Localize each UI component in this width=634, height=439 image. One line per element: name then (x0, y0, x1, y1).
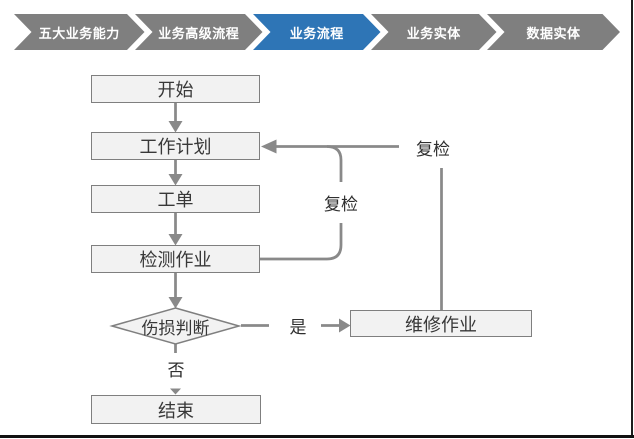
node-start: 开始 (91, 75, 260, 103)
arrowhead-plan-to-order (168, 174, 183, 186)
label-recheck-outer: 复检 (416, 139, 450, 159)
node-inspect: 检测作业 (91, 245, 260, 273)
step-tab-data-entity[interactable]: 数据实体 (487, 14, 620, 50)
page-border-bottom (0, 435, 634, 438)
node-decision-label: 伤损判断 (141, 318, 210, 338)
node-repair-label: 维修作业 (405, 314, 477, 335)
node-repair: 维修作业 (350, 310, 532, 337)
node-order-label: 工单 (157, 190, 194, 210)
label-no: 否 (167, 360, 185, 380)
step-tab-business-entity[interactable]: 业务实体 (371, 14, 497, 50)
step-tab-label: 业务流程 (289, 25, 344, 41)
step-tab-label: 业务高级流程 (158, 25, 240, 41)
node-end-label: 结束 (158, 400, 194, 421)
node-plan-label: 工作计划 (139, 137, 212, 157)
arrowhead-yes-to-repair (339, 318, 351, 333)
recheck-loop-upper (326, 145, 343, 182)
node-decision-shape (109, 307, 242, 345)
arrowhead-recheck-to-plan (261, 139, 277, 154)
label-recheck-inner: 复检 (324, 194, 358, 214)
recheck-loop-lower (260, 223, 343, 261)
arrowhead-inspect-to-decision (168, 297, 183, 309)
arrowhead-order-to-inspect (168, 234, 183, 246)
arrowhead-start-to-plan (168, 121, 183, 133)
node-inspect-label: 检测作业 (139, 250, 212, 270)
node-end: 结束 (91, 395, 261, 424)
arrowhead-no-to-end (170, 388, 181, 395)
node-start-label: 开始 (157, 80, 194, 100)
page-border-right (630, 0, 633, 437)
step-tab-capabilities[interactable]: 五大业务能力 (14, 14, 145, 50)
step-tab-business-process[interactable]: 业务流程 (253, 14, 381, 50)
step-tab-label: 数据实体 (526, 25, 581, 41)
step-tab-highlevel-process[interactable]: 业务高级流程 (135, 14, 263, 50)
step-tab-label: 五大业务能力 (38, 25, 120, 41)
step-tab-label: 业务实体 (406, 25, 461, 41)
label-yes: 是 (289, 318, 307, 337)
node-plan: 工作计划 (91, 132, 260, 160)
node-order: 工单 (91, 185, 260, 213)
